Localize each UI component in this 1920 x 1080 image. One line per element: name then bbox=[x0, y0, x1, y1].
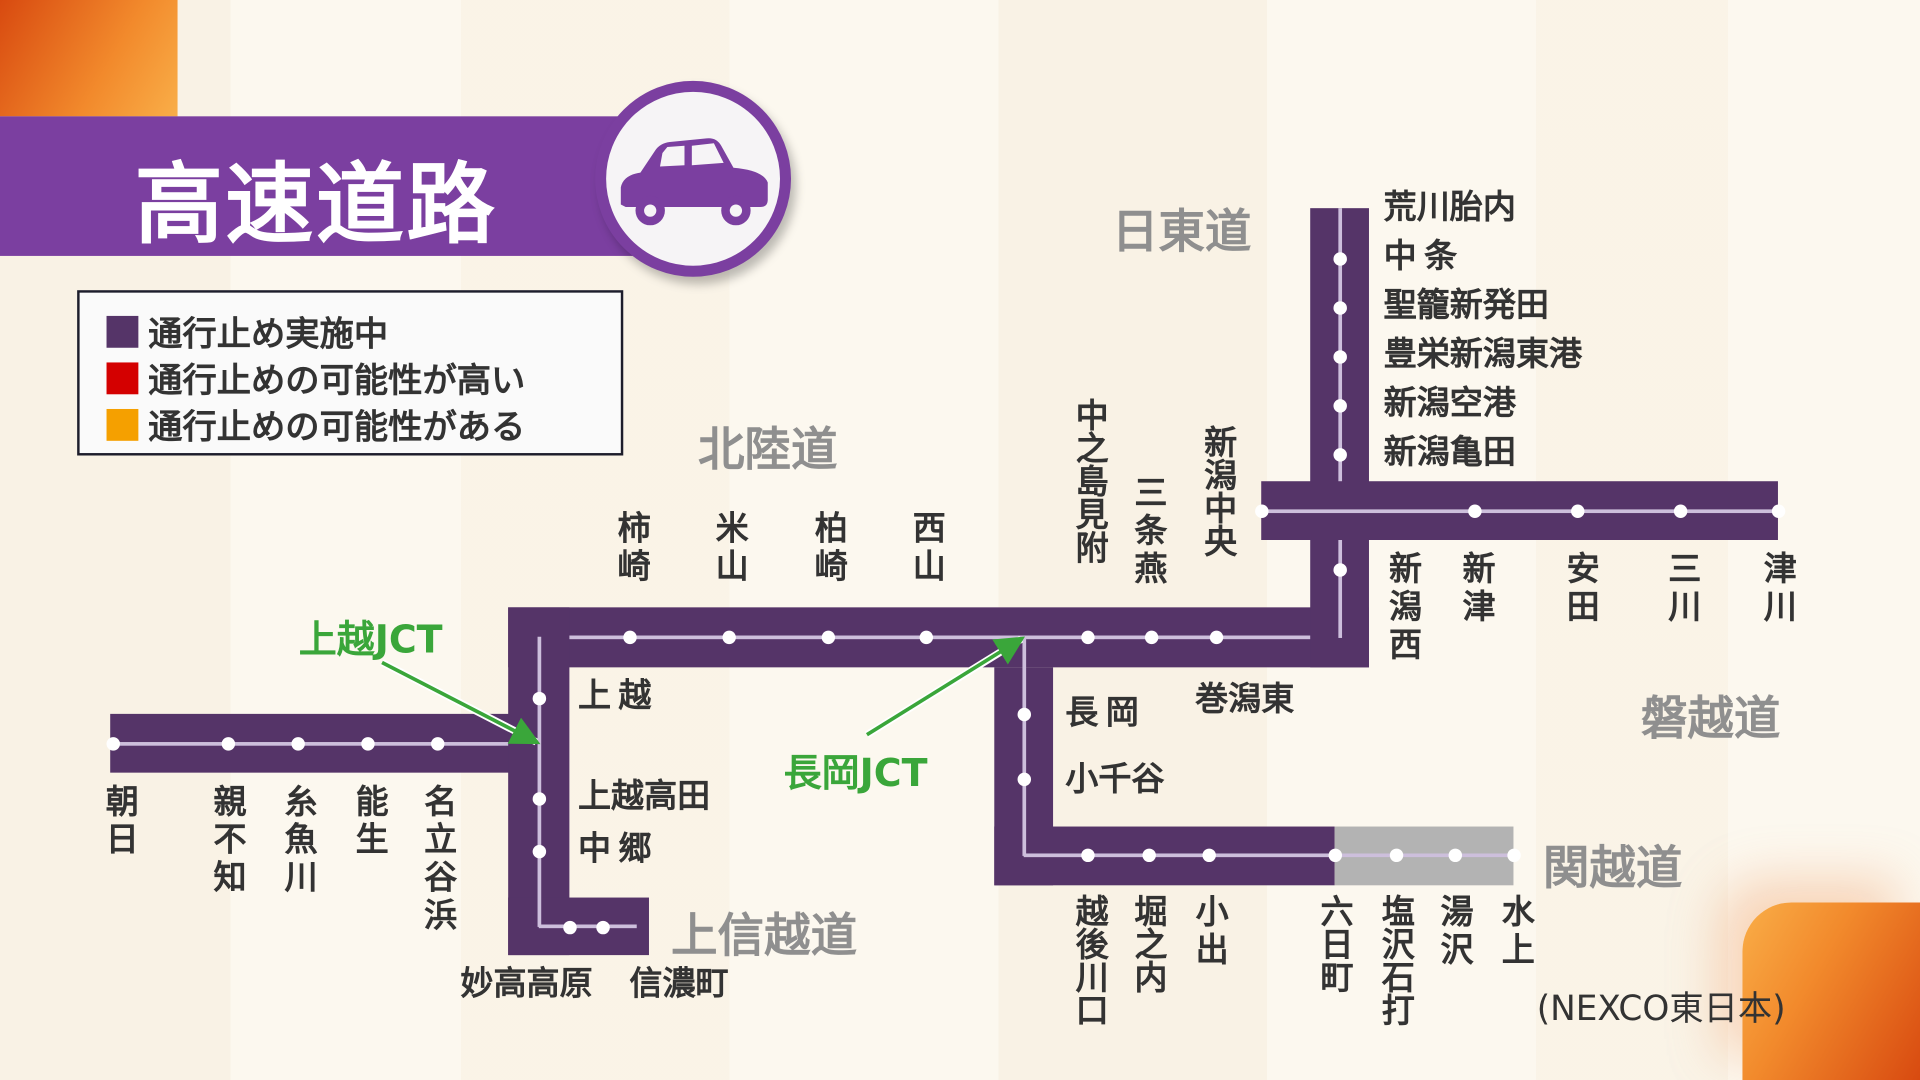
legend-swatch bbox=[106, 362, 139, 395]
legend-label: 通行止め実施中 bbox=[148, 313, 389, 354]
station-label: 新潟亀田 bbox=[1383, 433, 1516, 472]
station-label: 米山 bbox=[709, 510, 748, 587]
station-label: 津川 bbox=[1757, 551, 1796, 627]
station-label: 信濃町 bbox=[629, 964, 729, 1003]
station-label: 上越 bbox=[577, 677, 659, 716]
station-label: 能生 bbox=[349, 783, 388, 860]
legend-label: 通行止めの可能性が高い bbox=[148, 360, 526, 401]
station-label: 糸魚川 bbox=[278, 783, 317, 898]
station-label: 妙高高原 bbox=[460, 964, 593, 1003]
road-name-nichito: 日東道 bbox=[1111, 204, 1252, 259]
header-banner bbox=[0, 116, 662, 256]
station-label: 小出 bbox=[1189, 893, 1228, 970]
station-label: 西山 bbox=[906, 510, 945, 587]
legend: 通行止め実施中 通行止めの可能性が高い 通行止めの可能性がある bbox=[77, 290, 624, 456]
station-label: 荒川胎内 bbox=[1383, 188, 1516, 227]
source-credit: (NEXCO東日本) bbox=[1536, 988, 1786, 1029]
station-label: 中之島見附 bbox=[1069, 397, 1108, 564]
decor-corner bbox=[1742, 902, 1920, 1080]
station-label: 巻潟東 bbox=[1195, 680, 1295, 719]
car-icon bbox=[620, 138, 768, 226]
station-label: 中郷 bbox=[577, 830, 659, 869]
station-label: 安田 bbox=[1560, 551, 1599, 627]
station-label: 越後川口 bbox=[1069, 893, 1108, 1027]
jct-label-nagaoka: 長岡JCT bbox=[783, 751, 928, 796]
legend-label: 通行止めの可能性がある bbox=[148, 406, 526, 447]
station-label: 中条 bbox=[1383, 237, 1465, 276]
legend-item: 通行止めの可能性が高い bbox=[106, 354, 526, 403]
road-name-joshinetsu: 上信越道 bbox=[671, 908, 858, 963]
road-name-kanetsu: 関越道 bbox=[1542, 841, 1683, 896]
station-label: 三川 bbox=[1662, 551, 1701, 627]
legend-swatch bbox=[106, 408, 139, 441]
legend-item: 通行止めの可能性がある bbox=[106, 400, 526, 449]
station-label: 小千谷 bbox=[1065, 760, 1165, 799]
station-label: 三条燕 bbox=[1128, 475, 1167, 589]
road-name-banetsu: 磐越道 bbox=[1640, 691, 1781, 746]
station-label: 堀之内 bbox=[1128, 893, 1167, 994]
arrow-icon bbox=[865, 636, 1026, 737]
page-title: 高速道路 bbox=[134, 153, 498, 256]
station-label: 上越高田 bbox=[577, 777, 711, 816]
arrow-icon bbox=[381, 660, 541, 745]
station-label: 長岡 bbox=[1065, 694, 1147, 733]
station-label: 六日町 bbox=[1314, 893, 1353, 994]
road-name-hokuriku: 北陸道 bbox=[697, 422, 838, 477]
car-icon-badge bbox=[595, 80, 792, 277]
station-label: 柿崎 bbox=[611, 510, 650, 587]
legend-item: 通行止め実施中 bbox=[106, 307, 389, 356]
station-label: 名立谷浜 bbox=[418, 783, 456, 936]
jct-label-joetsu: 上越JCT bbox=[298, 618, 443, 663]
station-label: 新津 bbox=[1456, 551, 1495, 627]
station-label: 塩沢石打 bbox=[1375, 893, 1414, 1027]
station-label: 水上 bbox=[1495, 893, 1534, 970]
station-label: 親不知 bbox=[207, 783, 246, 898]
station-label: 新潟中央 bbox=[1198, 424, 1236, 558]
decor-corner bbox=[0, 0, 178, 117]
station-label: 豊栄新潟東港 bbox=[1383, 335, 1583, 374]
station-label: 聖籠新発田 bbox=[1383, 286, 1549, 325]
legend-swatch bbox=[106, 315, 139, 348]
station-label: 新潟空港 bbox=[1383, 384, 1516, 423]
station-label: 湯沢 bbox=[1434, 893, 1473, 970]
station-label: 朝日 bbox=[99, 783, 138, 860]
station-label: 柏崎 bbox=[808, 510, 847, 587]
station-label: 新潟西 bbox=[1382, 551, 1421, 665]
